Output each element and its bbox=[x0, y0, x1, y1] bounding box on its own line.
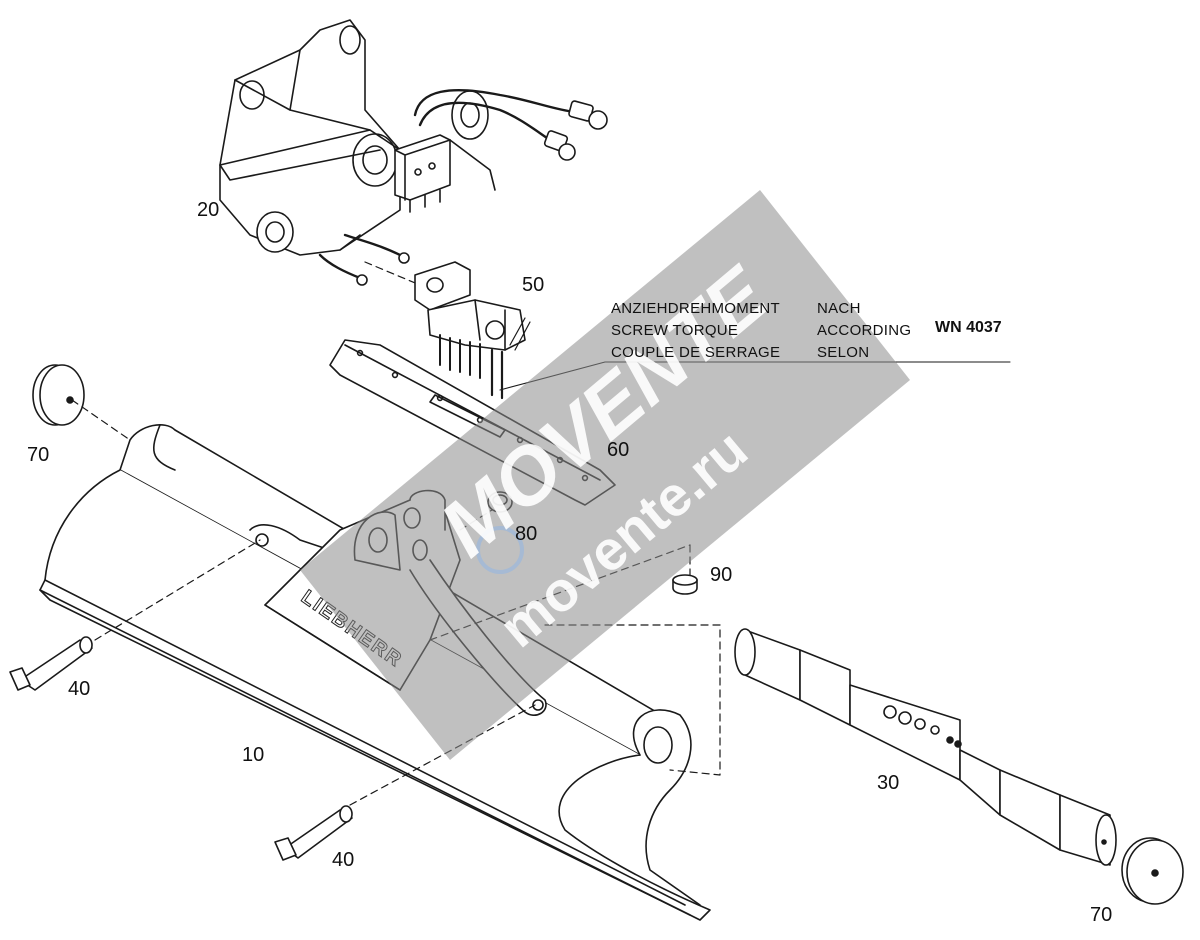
plug-part-90 bbox=[672, 574, 698, 595]
part-label: 90 bbox=[710, 564, 733, 586]
torque-note-line-de: ANZIEHDREHMOMENT bbox=[611, 300, 780, 317]
end-cap-part-70-right bbox=[1121, 837, 1184, 905]
part-label: 70 bbox=[1090, 904, 1113, 926]
torque-note-line-fr: COUPLE DE SERRAGE bbox=[611, 344, 781, 361]
torque-note-prep-de: NACH bbox=[817, 300, 861, 317]
torque-note-line-en: SCREW TORQUE bbox=[611, 322, 739, 339]
hydraulic-cylinder-part-30 bbox=[734, 628, 1117, 866]
lock-assembly-part-50 bbox=[414, 261, 531, 400]
watermark-logo-icon bbox=[476, 526, 524, 574]
part-label: 60 bbox=[607, 439, 630, 461]
quick-coupler-part-20 bbox=[219, 19, 608, 286]
torque-standard: WN 4037 bbox=[935, 319, 1002, 336]
part-label: 70 bbox=[27, 444, 50, 466]
part-label: 30 bbox=[877, 772, 900, 794]
part-label: 10 bbox=[242, 744, 265, 766]
torque-note-prep-en: ACCORDING bbox=[817, 322, 912, 339]
pin-part-40-upper bbox=[9, 636, 93, 691]
pin-part-40-lower bbox=[274, 805, 353, 861]
part-label: 80 bbox=[515, 523, 538, 545]
part-label: 50 bbox=[522, 274, 545, 296]
part-label: 40 bbox=[332, 849, 355, 871]
end-cap-part-70-left bbox=[32, 364, 85, 426]
part-label: 40 bbox=[68, 678, 91, 700]
part-label: 20 bbox=[197, 199, 220, 221]
torque-note-prep-fr: SELON bbox=[817, 344, 870, 361]
